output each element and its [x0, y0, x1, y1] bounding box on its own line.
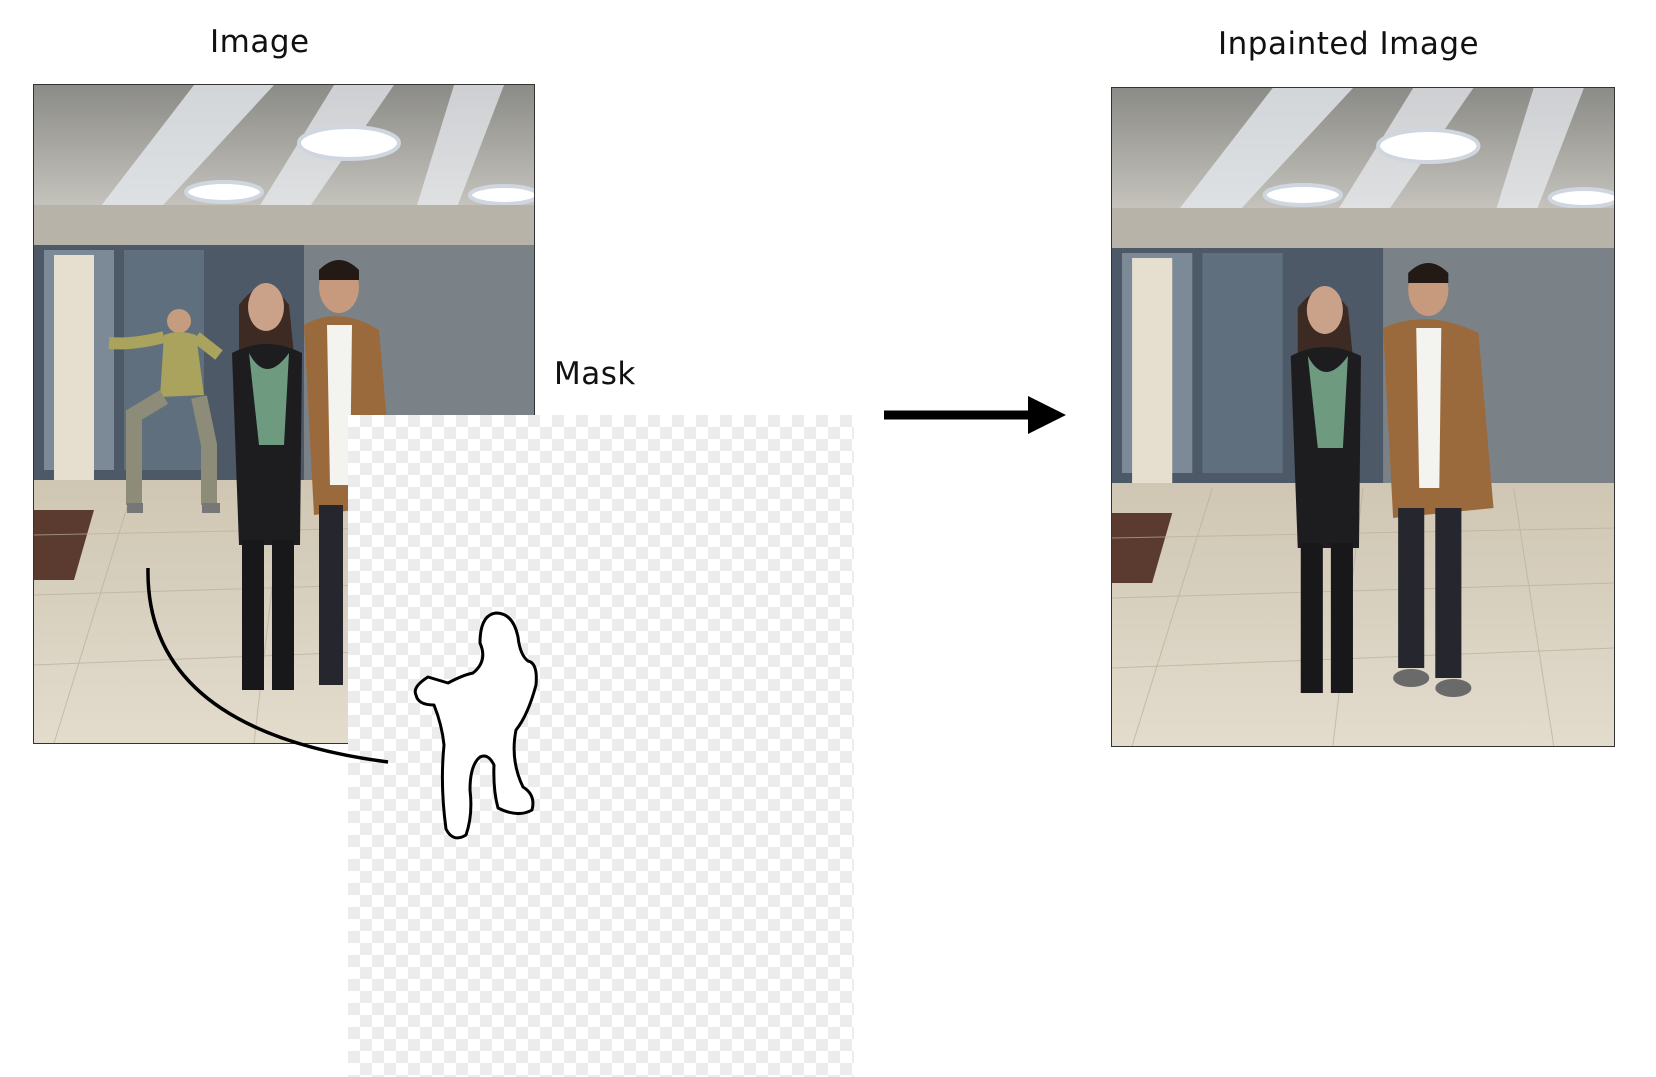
original-image: [33, 84, 535, 744]
mask-silhouette: [413, 611, 538, 840]
mask-person-outline: [413, 611, 538, 840]
inpainted-image-title: Inpainted Image: [1218, 26, 1480, 62]
mask-image: [348, 415, 854, 1077]
inpainted-photo-illustration: [1112, 88, 1614, 746]
mask-title: Mask: [554, 356, 636, 392]
image-title: Image: [210, 24, 310, 60]
original-photo-illustration: [34, 85, 534, 743]
inpainted-image: [1111, 87, 1615, 747]
